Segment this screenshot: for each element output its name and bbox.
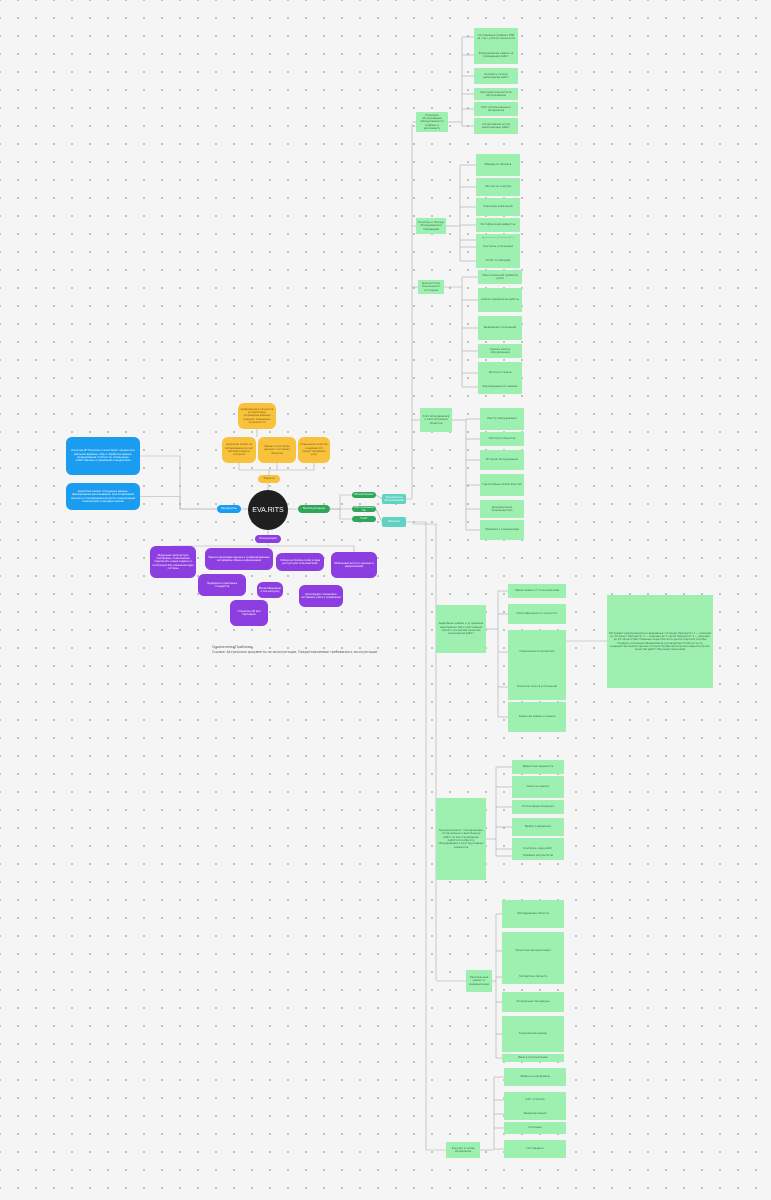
- upper-item[interactable]: Привязка к помещениям: [480, 520, 524, 540]
- link-ops-teal: [375, 508, 383, 523]
- bottom-card[interactable]: Единое хранилище данных и унифицированны…: [205, 548, 273, 570]
- lower-item[interactable]: Назначение исполнителя: [508, 630, 566, 674]
- upper-group-label[interactable]: Учёт оборудования и паспортизация объект…: [420, 408, 452, 432]
- lower-item[interactable]: Смета на ремонт: [512, 776, 564, 798]
- upper-spine: [406, 124, 413, 500]
- upper-item[interactable]: Рекомендации по замене: [478, 380, 522, 394]
- upper-item[interactable]: Сбор показаний приборов учёта: [478, 270, 522, 284]
- ops-teal[interactable]: Техническое обслуживание: [382, 494, 406, 504]
- lower-item[interactable]: Экспертиза проекта: [502, 970, 564, 984]
- upper-group-label[interactable]: Плановое обслуживание оборудования по гр…: [416, 112, 448, 132]
- link-top-card: [238, 463, 270, 475]
- bottom-card[interactable]: Масштабирование под нагрузку: [257, 582, 283, 598]
- upper-item[interactable]: Оценка износа оборудования: [478, 344, 522, 358]
- lower-item[interactable]: Выбор подрядчика: [512, 818, 564, 836]
- link-left-card: [140, 455, 217, 510]
- branch-right[interactable]: Эксплуатация: [298, 505, 330, 513]
- upper-item[interactable]: Учёт использованных материалов: [474, 102, 518, 116]
- ops-pill[interactable]: Учёт: [352, 516, 376, 522]
- branch-top[interactable]: Задачи: [258, 475, 280, 483]
- lower-item[interactable]: Закрытие заявки и оценка: [508, 702, 566, 732]
- lower-item[interactable]: Списание: [504, 1122, 566, 1134]
- lower-item[interactable]: Поставщики: [504, 1140, 566, 1158]
- top-card[interactable]: Единая точка сбора данных о состоянии об…: [258, 437, 296, 463]
- upper-item[interactable]: Чек-листы осмотра: [476, 178, 520, 196]
- upper-item[interactable]: Фиксация результатов обслуживания: [474, 88, 518, 100]
- lower-item[interactable]: Ввод в эксплуатацию: [502, 1054, 564, 1062]
- link-ops-pill: [330, 494, 352, 510]
- lower-item[interactable]: Учёт остатков: [504, 1092, 566, 1108]
- lower-item[interactable]: Согласование бюджета: [512, 800, 564, 814]
- lower-group-label[interactable]: Капитальный ремонт и модернизация: [466, 970, 492, 992]
- upper-item[interactable]: Гарантийные обязательства: [480, 474, 524, 496]
- branch-left[interactable]: Продукты: [217, 505, 241, 513]
- upper-item[interactable]: Составление графика ППР на год с учётом …: [474, 28, 518, 46]
- upper-item[interactable]: Паспорта объектов: [480, 432, 524, 446]
- lower-spine: [406, 521, 427, 1150]
- lower-item[interactable]: Конкурсные процедуры: [502, 992, 564, 1012]
- side-card[interactable]: Регламент реагирования на аварийные ситу…: [607, 595, 713, 688]
- bottom-card[interactable]: Поддержка отраслевых стандартов: [198, 574, 246, 596]
- upper-item[interactable]: Контроль сроков выполнения работ: [474, 68, 518, 84]
- upper-item[interactable]: Маршруты обходов: [476, 154, 520, 176]
- lower-group-label[interactable]: Текущий ремонт: планирование, согласован…: [436, 798, 486, 880]
- link-top-card: [269, 463, 315, 471]
- lower-item[interactable]: Проектная документация: [502, 932, 564, 970]
- center-node[interactable]: EVA.RITS: [248, 490, 288, 530]
- lower-item[interactable]: Дефектная ведомость: [512, 760, 564, 774]
- caption-line-2: Ссылка: Актуальные документы по эксплуат…: [212, 650, 378, 654]
- upper-item[interactable]: Контроль устранения: [476, 238, 520, 256]
- left-card[interactable]: Аналитика Анализ полученных данных, форм…: [66, 483, 140, 510]
- lower-item[interactable]: Приём заявок от пользователей: [508, 584, 566, 598]
- upper-group-label[interactable]: Осмотры и обходы оборудования и помещени…: [416, 218, 446, 234]
- link-ops-teal: [375, 494, 383, 500]
- lower-item[interactable]: Заявки на материалы: [504, 1068, 566, 1086]
- lower-group-label[interactable]: Закупки и склад материалов: [446, 1142, 480, 1158]
- upper-item[interactable]: Анализ параметров работы: [478, 288, 522, 312]
- upper-item[interactable]: Реестр оборудования: [480, 408, 524, 430]
- ops-pill[interactable]: Мониторинг: [352, 492, 376, 498]
- upper-item[interactable]: Фотофиксация дефектов: [476, 218, 520, 232]
- upper-item[interactable]: Фиксация замечаний: [476, 198, 520, 216]
- lower-spine-branch: [412, 523, 437, 980]
- ops-teal[interactable]: Ремонты: [382, 517, 406, 527]
- left-card[interactable]: Контроль ИТ Контроль и мониторинг процес…: [66, 437, 140, 475]
- bottom-card[interactable]: Интеграция с внешними системами учёта и …: [299, 585, 343, 607]
- top-card[interactable]: Цифровизация процессов эксплуатации, сок…: [238, 403, 276, 429]
- upper-group-label[interactable]: Диагностика технического состояния: [418, 280, 444, 294]
- upper-item[interactable]: Выявление отклонений: [478, 316, 522, 340]
- caption: Ограничения/Проблемы Ссылка: Актуальные …: [212, 645, 382, 655]
- lower-item[interactable]: Классификация по срочности: [508, 604, 566, 624]
- link-bottom-card: [268, 545, 355, 552]
- branch-bottom[interactable]: Концепция: [255, 535, 281, 543]
- bottom-card[interactable]: Модульная архитектура платформы, позволя…: [150, 546, 196, 578]
- top-card[interactable]: Снижение затрат на обслуживание за счёт …: [222, 437, 256, 463]
- ops-pill[interactable]: Обслуживание: [352, 506, 376, 512]
- upper-item[interactable]: Согласование актов выполненных работ: [474, 118, 518, 134]
- lower-group-label[interactable]: Аварийные заявки и устранение неисправно…: [436, 605, 486, 653]
- upper-item[interactable]: Документация производителя: [480, 500, 524, 518]
- upper-item[interactable]: Формирование заявок на проведение работ: [474, 46, 518, 64]
- upper-item[interactable]: Прогноз отказов: [478, 362, 522, 384]
- bottom-card[interactable]: Открытые API для партнёров: [230, 600, 268, 626]
- lower-item[interactable]: Приёмка результатов: [512, 852, 564, 860]
- upper-item[interactable]: История обслуживания: [480, 450, 524, 470]
- lower-item[interactable]: Контроль сроков устранения: [508, 674, 566, 700]
- upper-item[interactable]: Отчёт по обходам: [476, 254, 520, 268]
- lower-item[interactable]: Инвентаризация: [504, 1108, 566, 1120]
- caption-line-1: Ограничения/Проблемы: [212, 645, 253, 649]
- top-card[interactable]: Повышение качества и надёжности предоста…: [298, 437, 330, 463]
- bottom-card[interactable]: Гибкая настройка ролей и прав доступа дл…: [276, 553, 324, 571]
- lower-item[interactable]: Технический надзор: [502, 1016, 564, 1052]
- lower-item[interactable]: Обследование объекта: [502, 900, 564, 928]
- link-left-card: [140, 496, 217, 510]
- link-ops-pill: [330, 508, 352, 520]
- bottom-card[interactable]: Мобильный доступ к данным и уведомлениям: [331, 552, 377, 578]
